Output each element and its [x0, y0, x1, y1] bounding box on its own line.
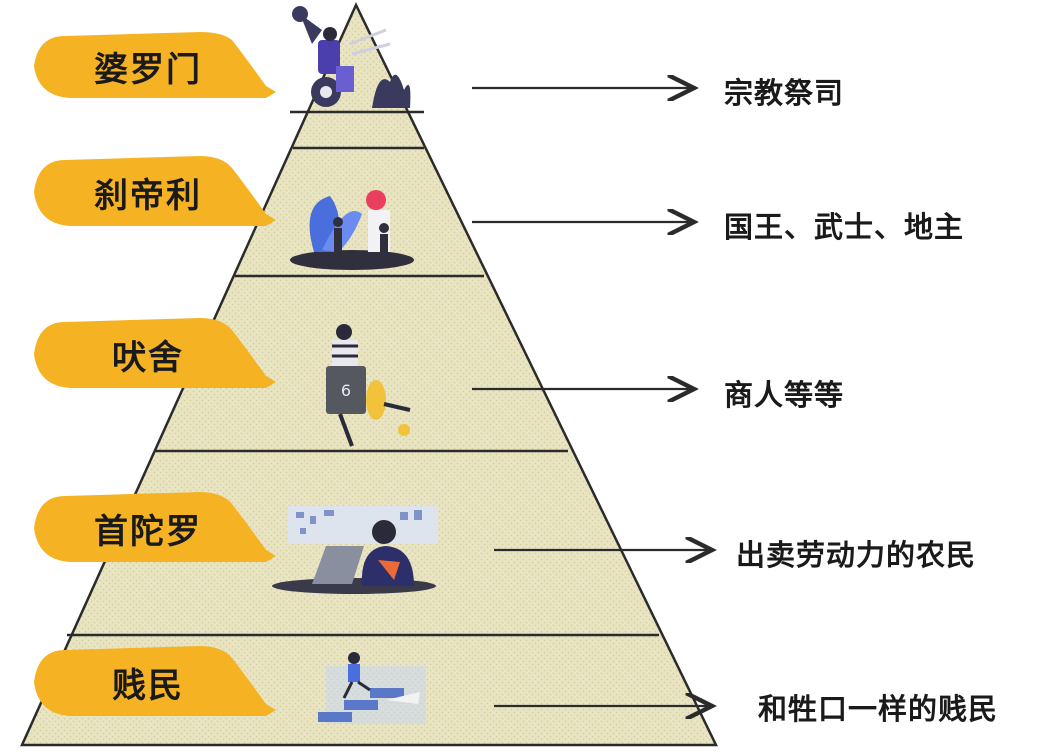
- caste-label-brahmin: 婆罗门: [94, 49, 202, 90]
- svg-text:6: 6: [341, 381, 351, 400]
- label-bubble-4: [34, 492, 276, 562]
- role-text-1: 宗教祭司: [724, 76, 845, 110]
- meditating-figure-illustration: [292, 6, 411, 108]
- role-text-5: 和牲口一样的贱民: [758, 692, 999, 726]
- role-text-2: 国王、武士、地主: [724, 210, 965, 244]
- figure-climbing-steps-illustration: [318, 652, 426, 724]
- worker-at-laptop-illustration: [272, 506, 438, 594]
- caste-label-shudra: 首陀罗: [94, 511, 202, 552]
- role-text-4: 出卖劳动力的农民: [736, 538, 977, 572]
- role-text-3: 商人等等: [724, 378, 845, 412]
- label-bubble-2: [34, 156, 276, 226]
- caste-label-kshatriya: 刹帝利: [94, 175, 202, 216]
- label-bubbles: [34, 32, 276, 716]
- label-bubble-3: [34, 318, 276, 388]
- arrows: [472, 88, 712, 706]
- caste-label-dalit: 贱民: [112, 665, 184, 706]
- people-with-plants-illustration: [290, 190, 414, 270]
- label-bubble-5: [34, 646, 276, 716]
- tier-dividers: [67, 146, 659, 637]
- caste-label-vaishya: 吠舍: [112, 337, 184, 378]
- label-bubble-1: [34, 32, 276, 98]
- merchant-carrying-safe-illustration: 6: [326, 324, 411, 447]
